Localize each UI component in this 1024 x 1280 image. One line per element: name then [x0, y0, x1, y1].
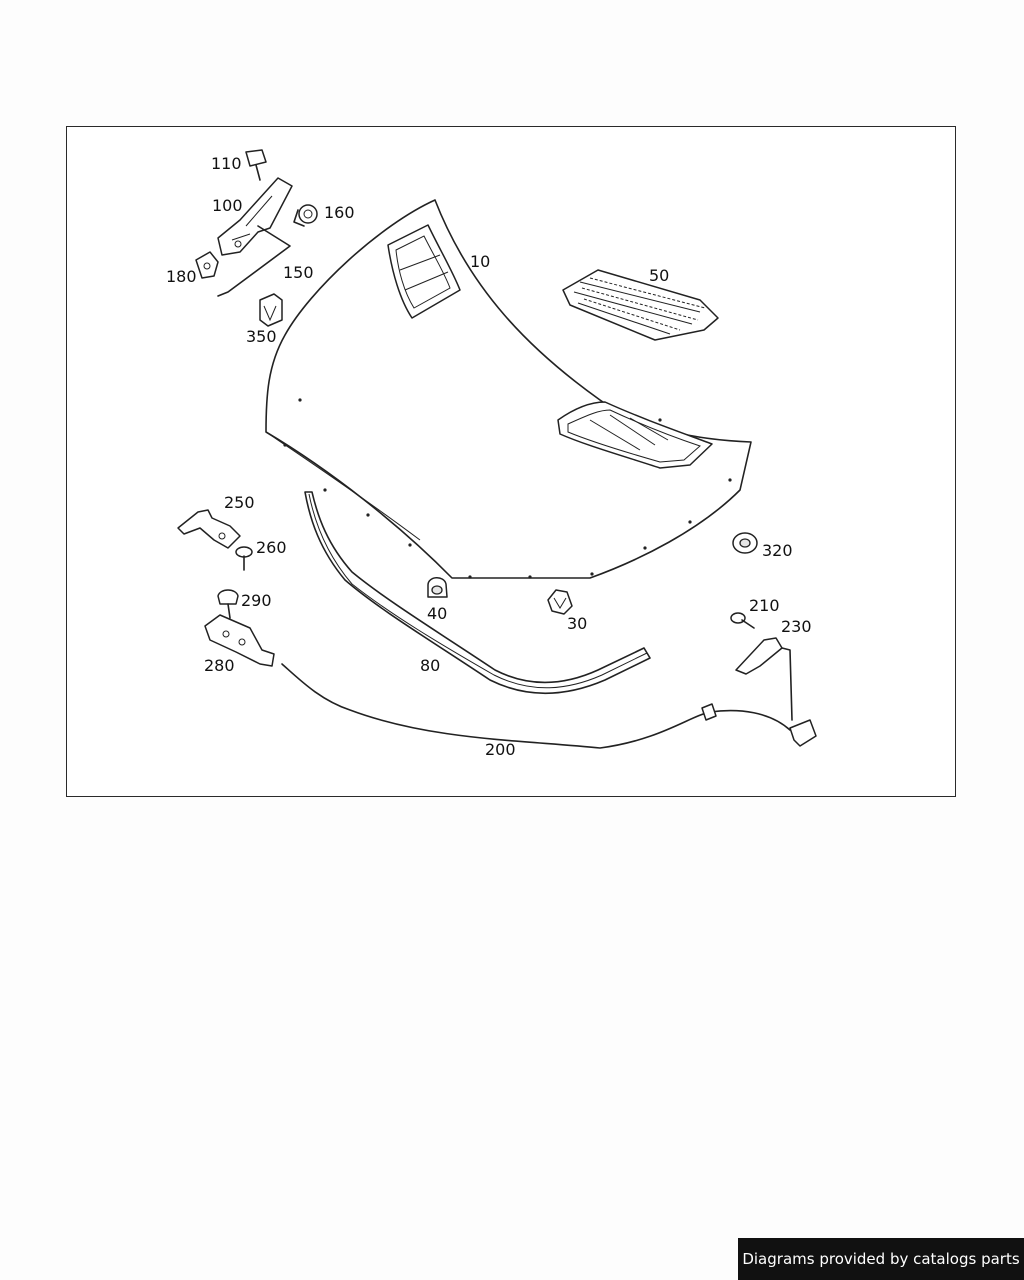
callout-250[interactable]: 250: [224, 493, 255, 512]
callout-280[interactable]: 280: [204, 656, 235, 675]
attribution-banner: Diagrams provided by catalogs parts: [738, 1238, 1024, 1280]
hood-grille-drawing: [562, 269, 719, 341]
hinge-bracket-250-drawing: [177, 509, 241, 549]
seal-strip-drawing: [304, 491, 651, 694]
callout-210[interactable]: 210: [749, 596, 780, 615]
screw-260-drawing: [235, 546, 253, 571]
lock-bracket-drawing: [217, 177, 293, 256]
attribution-text: Diagrams provided by catalogs parts: [742, 1250, 1020, 1268]
callout-110[interactable]: 110: [211, 154, 242, 173]
callout-100[interactable]: 100: [212, 196, 243, 215]
callout-30[interactable]: 30: [567, 614, 588, 633]
callout-260[interactable]: 260: [256, 538, 287, 557]
callout-320[interactable]: 320: [762, 541, 793, 560]
catch-plate-drawing: [204, 614, 275, 667]
callout-50[interactable]: 50: [649, 266, 670, 285]
switch-block-drawing: [259, 293, 283, 327]
clip-pin-drawing: [730, 612, 755, 629]
bumper-stop-drawing: [427, 577, 448, 598]
callout-80[interactable]: 80: [420, 656, 441, 675]
callout-200[interactable]: 200: [485, 740, 516, 759]
screw-290-drawing: [217, 589, 239, 619]
callout-180[interactable]: 180: [166, 267, 197, 286]
callout-290[interactable]: 290: [241, 591, 272, 610]
release-cable-drawing: [281, 663, 817, 749]
latch-piece-drawing: [195, 251, 219, 279]
callout-160[interactable]: 160: [324, 203, 355, 222]
callout-230[interactable]: 230: [781, 617, 812, 636]
grommet-drawing: [732, 532, 758, 554]
rod-drawing: [217, 225, 291, 297]
bolt-110-drawing: [245, 149, 267, 181]
release-handle-drawing: [735, 637, 793, 721]
parts-diagram-frame: 10 30 40 50 80 100 110 150 160 180 200 2…: [66, 126, 956, 797]
callout-150[interactable]: 150: [283, 263, 314, 282]
ring-clip-drawing: [293, 204, 318, 227]
clip-drawing: [547, 589, 573, 615]
callout-10[interactable]: 10: [470, 252, 491, 271]
callout-350[interactable]: 350: [246, 327, 277, 346]
hood-panel-drawing: [265, 199, 752, 579]
callout-40[interactable]: 40: [427, 604, 448, 623]
